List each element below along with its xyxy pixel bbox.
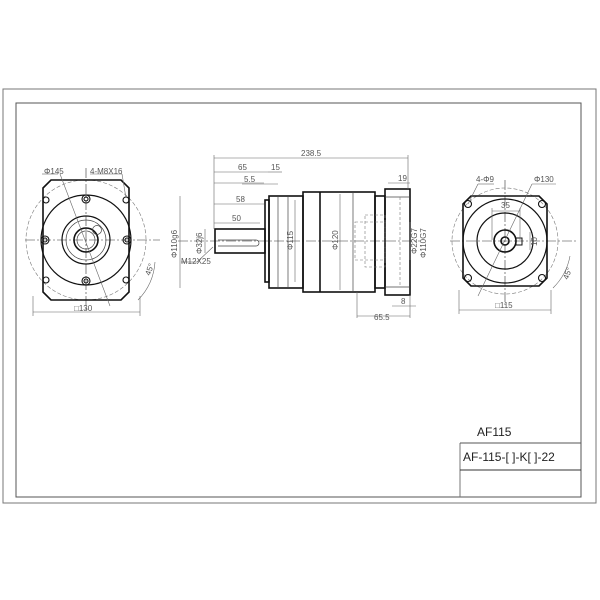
body-dia-1-label: Φ115: [286, 230, 295, 250]
input-bore-label: Φ22G7: [410, 227, 419, 254]
shaft-dia-label: Φ32j6: [195, 232, 204, 254]
overall-length-label: 238.5: [301, 149, 322, 158]
side-view: [178, 155, 420, 318]
dim-8-label: 8: [401, 297, 406, 306]
dim-58-label: 58: [236, 195, 245, 204]
rear-view: [450, 180, 578, 314]
dim-15-label: 15: [271, 163, 280, 172]
dim-5-5-label: 5.5: [244, 175, 256, 184]
dim-19-label: 19: [398, 174, 407, 183]
dim-50-label: 50: [232, 214, 241, 223]
dim-65-5-label: 65.5: [374, 313, 390, 322]
front-angle-label: 45°: [143, 262, 156, 276]
rear-pcd-label: Φ130: [534, 175, 554, 184]
inner-frame: [15, 102, 582, 498]
part-number: AF-115-[ ]-K[ ]-22: [463, 450, 555, 464]
pilot-dia-label: Φ110g6: [170, 229, 179, 258]
input-pilot-label: Φ110G7: [419, 228, 428, 258]
dim-65-label: 65: [238, 163, 247, 172]
front-view: [25, 168, 160, 316]
outer-frame: [2, 88, 597, 504]
rear-holes-label: 4-Φ9: [476, 175, 494, 184]
tap-label: M12X25: [181, 257, 211, 266]
front-square-label: □130: [74, 304, 93, 313]
rear-key-width-label: 35: [501, 201, 510, 210]
front-bolt-holes-label: 4-M8X16: [90, 167, 123, 176]
rear-square-label: □115: [495, 301, 513, 310]
body-dia-2-label: Φ120: [331, 230, 340, 250]
rear-angle-label: 45°: [561, 266, 574, 280]
rear-key-height-label: 10: [530, 237, 539, 246]
title-block: [459, 442, 581, 497]
front-pcd-label: Φ145: [44, 167, 64, 176]
model-name: AF115: [477, 425, 512, 439]
